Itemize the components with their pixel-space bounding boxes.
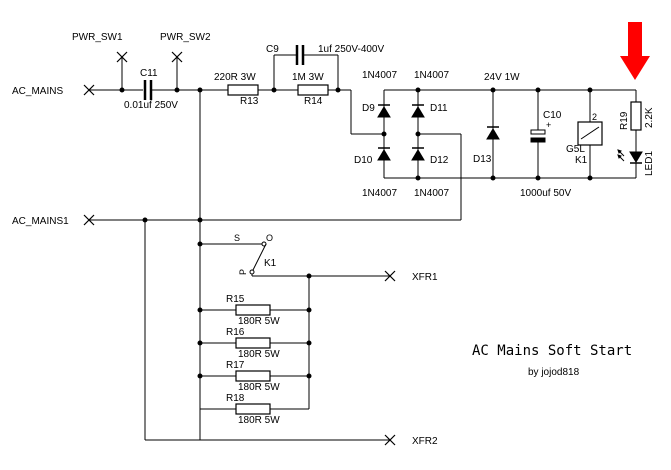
- d10-value: 1N4007: [362, 188, 397, 199]
- r17-value: 180R 5W: [238, 382, 280, 393]
- c10-value: 1000uf 50V: [520, 188, 571, 199]
- k1-relay-switch: S O P K1: [197, 233, 277, 275]
- r15-value: 180R 5W: [238, 316, 280, 327]
- pwr-sw2-label: PWR_SW2: [160, 32, 211, 43]
- c9-capacitor: C9 1uf 250V-400V: [266, 44, 384, 65]
- pwr-sw1-label: PWR_SW1: [72, 32, 123, 43]
- schematic-title: AC Mains Soft Start: [472, 343, 632, 359]
- k1-switch-ref: K1: [264, 258, 277, 269]
- r15-resistor: R15 180R 5W: [226, 294, 280, 327]
- d11-value: 1N4007: [414, 70, 449, 81]
- d9-value: 1N4007: [362, 70, 397, 81]
- r17-ref: R17: [226, 360, 245, 371]
- d9-diode: D9 1N4007: [362, 70, 397, 118]
- r13-value: 220R 3W: [214, 72, 256, 83]
- r16-ref: R16: [226, 327, 245, 338]
- led1-ref: LED1: [644, 151, 655, 176]
- ac-mains-input: AC_MAINS: [12, 84, 143, 97]
- red-down-arrow-icon: [620, 22, 650, 80]
- c9-ref: C9: [266, 44, 279, 55]
- k1-pin-o: O: [266, 233, 273, 243]
- d13-value: 24V 1W: [484, 72, 520, 83]
- d9-ref: D9: [362, 103, 375, 114]
- d10-diode: D10 1N4007: [354, 147, 397, 199]
- ac-mains1-label: AC_MAINS1: [12, 216, 69, 227]
- c9-value: 1uf 250V-400V: [318, 44, 384, 55]
- c11-value: 0.01uf 250V: [124, 100, 178, 111]
- r16-resistor: R16 180R 5W: [226, 327, 280, 360]
- r13-ref: R13: [240, 96, 259, 107]
- r15-ref: R15: [226, 294, 245, 305]
- d12-diode: D12 1N4007: [411, 147, 449, 199]
- ac-mains1-input: AC_MAINS1: [12, 214, 95, 227]
- r17-resistor: R17 180R 5W: [226, 360, 280, 393]
- k1-pin-s: S: [234, 233, 240, 243]
- r19-ref: R19: [619, 111, 630, 130]
- d10-ref: D10: [354, 155, 373, 166]
- r14-value: 1M 3W: [292, 72, 324, 83]
- k1-pin-p: P: [238, 269, 248, 275]
- pwr-sw2-terminal: PWR_SW2: [160, 32, 211, 93]
- k1-coil-ref: K1: [575, 155, 588, 166]
- xfr2-terminal: XFR2: [384, 434, 438, 447]
- d12-value: 1N4007: [414, 188, 449, 199]
- xfr1-label: XFR1: [412, 272, 438, 283]
- d13-zener: D13 24V 1W: [473, 72, 520, 165]
- xfr2-label: XFR2: [412, 436, 438, 447]
- c10-capacitor: + C10 1000uf 50V: [520, 110, 571, 199]
- r19-resistor: R19 2.2K: [619, 101, 655, 131]
- r18-value: 180R 5W: [238, 415, 280, 426]
- r18-resistor: R18 180R 5W: [226, 393, 280, 426]
- k1-relay-coil: 2 G5L K1: [566, 112, 603, 166]
- c11-ref: C11: [140, 68, 158, 79]
- d11-diode: D11 1N4007: [411, 70, 449, 118]
- xfr1-terminal: XFR1: [384, 270, 438, 283]
- r13-resistor: 220R 3W R13: [214, 72, 274, 107]
- k1-coil-pin: 2: [592, 112, 597, 122]
- ac-mains-label: AC_MAINS: [12, 86, 63, 97]
- d12-ref: D12: [430, 155, 449, 166]
- d11-ref: D11: [430, 103, 448, 114]
- r19-value: 2.2K: [644, 107, 655, 128]
- d13-ref: D13: [473, 154, 492, 165]
- c10-polarity: +: [546, 120, 551, 130]
- pwr-sw1-terminal: PWR_SW1: [72, 32, 128, 93]
- r14-ref: R14: [304, 96, 323, 107]
- c10-ref: C10: [543, 110, 562, 121]
- author-byline: by jojod818: [528, 367, 580, 378]
- r18-ref: R18: [226, 393, 245, 404]
- r16-value: 180R 5W: [238, 349, 280, 360]
- k1-coil-type: G5L: [566, 144, 585, 155]
